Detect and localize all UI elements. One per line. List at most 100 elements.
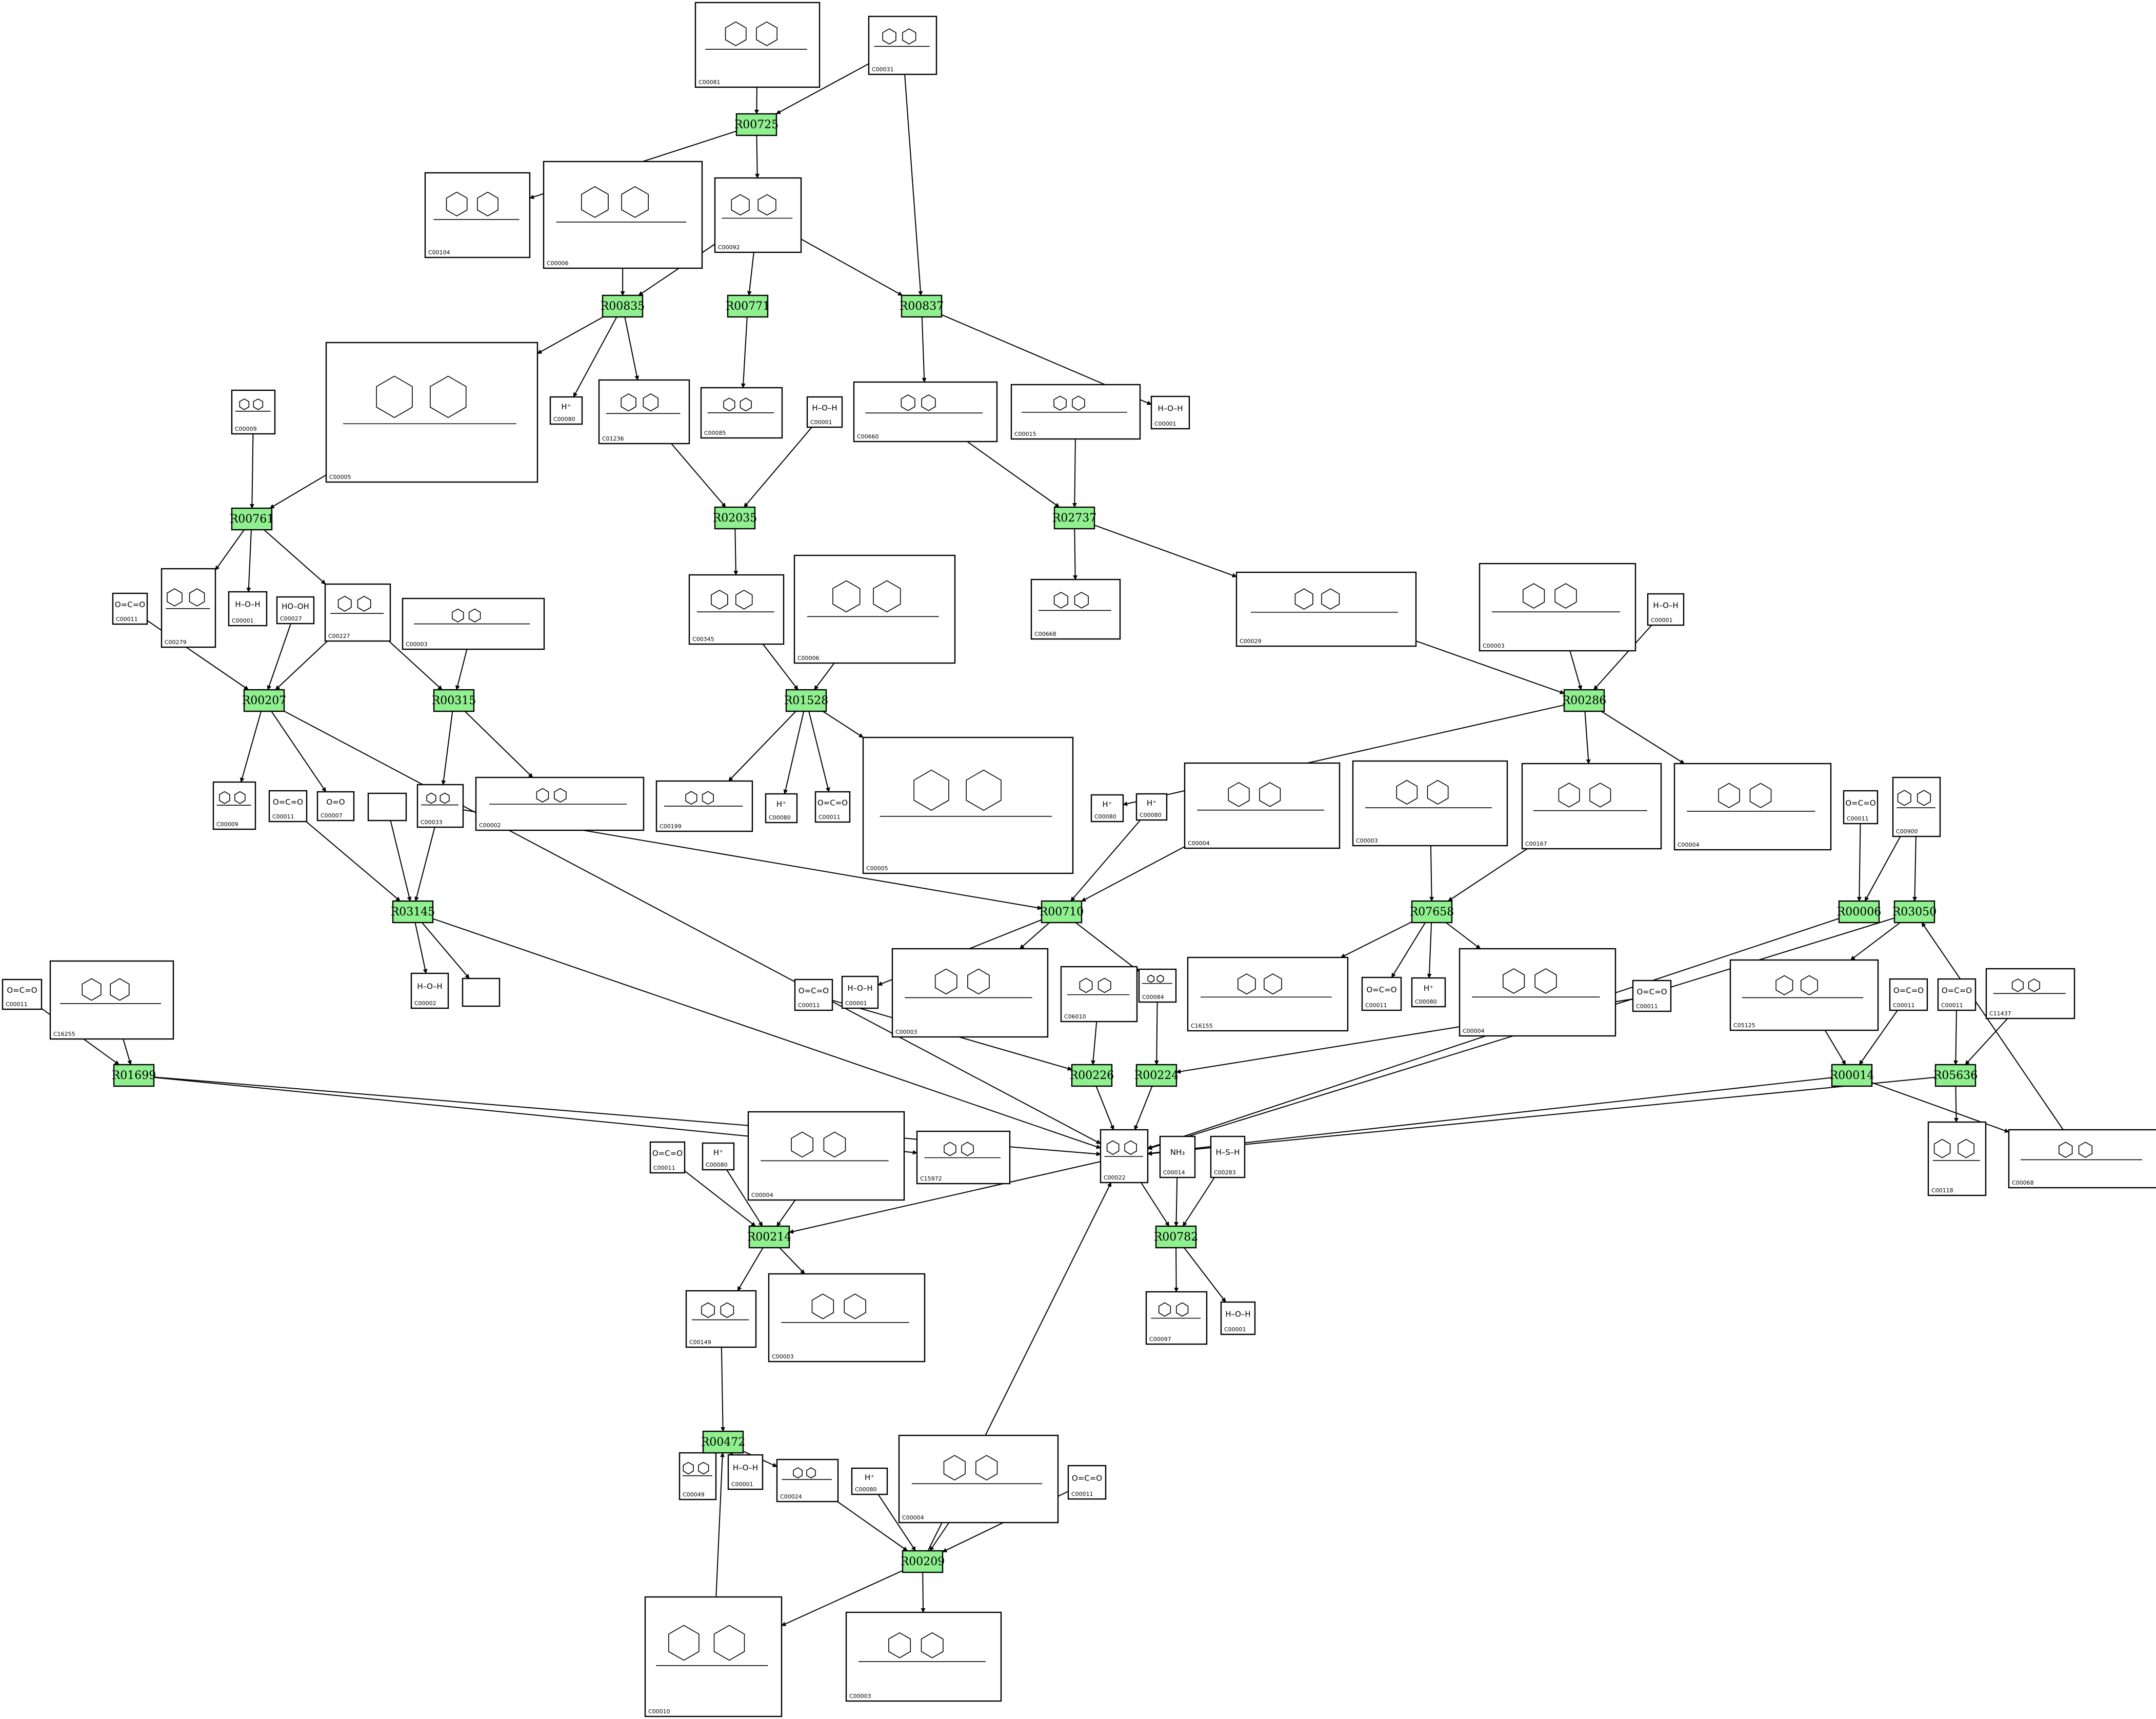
compound-box[interactable] xyxy=(268,790,308,823)
compound-node[interactable]: C00009 xyxy=(231,389,276,435)
reaction-node[interactable]: R00214 xyxy=(747,1225,792,1249)
compound-box[interactable] xyxy=(462,977,501,1007)
compound-box[interactable] xyxy=(367,792,407,822)
compound-box[interactable] xyxy=(853,381,998,443)
reaction-box[interactable] xyxy=(1041,900,1083,924)
reaction-node[interactable]: R00226 xyxy=(1070,1064,1114,1087)
compound-box[interactable] xyxy=(1459,948,1616,1037)
compound-node[interactable]: C00031 xyxy=(868,15,937,75)
reaction-box[interactable] xyxy=(1411,900,1453,924)
compound-box[interactable] xyxy=(702,1142,735,1171)
compound-box[interactable] xyxy=(1521,763,1662,850)
compound-box[interactable] xyxy=(1150,395,1190,430)
compound-box[interactable] xyxy=(898,1434,1059,1524)
compound-box[interactable] xyxy=(868,15,937,75)
compound-node[interactable]: C00345 xyxy=(688,574,785,645)
compound-node[interactable]: C00081 xyxy=(694,2,821,88)
compound-box[interactable] xyxy=(416,784,464,828)
compound-node[interactable]: C00149 xyxy=(685,1290,757,1348)
compound-node[interactable]: C00002 xyxy=(475,776,645,831)
reaction-box[interactable] xyxy=(748,1225,790,1249)
reaction-box[interactable] xyxy=(1563,689,1605,712)
compound-box[interactable] xyxy=(685,1290,757,1348)
compound-box[interactable] xyxy=(649,1141,686,1174)
compound-node[interactable]: C11437 xyxy=(1985,968,2075,1020)
reaction-box[interactable] xyxy=(392,900,434,924)
reaction-box[interactable] xyxy=(1893,900,1935,924)
reaction-node[interactable]: R02035 xyxy=(713,506,757,530)
compound-node[interactable]: H⁺C00080 xyxy=(549,396,583,425)
compound-node[interactable]: C00049 xyxy=(678,1452,717,1501)
compound-node[interactable]: C00029 xyxy=(1235,571,1417,647)
compound-box[interactable] xyxy=(862,736,1074,874)
compound-box[interactable] xyxy=(1030,578,1121,640)
compound-node[interactable]: C00167 xyxy=(1521,763,1662,850)
compound-box[interactable] xyxy=(1892,776,1941,837)
compound-node[interactable]: H⁺C00080 xyxy=(1411,977,1446,1008)
compound-box[interactable] xyxy=(891,948,1049,1038)
compound-node[interactable]: C00900 xyxy=(1892,776,1941,837)
reaction-box[interactable] xyxy=(1831,1064,1873,1087)
compound-box[interactable] xyxy=(1352,760,1508,847)
compound-box[interactable] xyxy=(112,592,148,625)
compound-box[interactable] xyxy=(851,1467,888,1495)
reaction-node[interactable]: R01699 xyxy=(112,1064,156,1087)
compound-node[interactable]: C00003 xyxy=(402,597,545,650)
reaction-node[interactable]: R00725 xyxy=(734,113,779,136)
compound-node[interactable]: H⁺C00080 xyxy=(851,1467,888,1495)
compound-node[interactable]: C00004 xyxy=(1459,948,1616,1037)
reaction-node[interactable]: R00835 xyxy=(601,294,645,318)
compound-box[interactable] xyxy=(161,568,216,648)
compound-box[interactable] xyxy=(325,342,538,483)
compound-node[interactable]: H⁺C00080 xyxy=(702,1142,735,1171)
compound-node[interactable]: C00199 xyxy=(655,780,753,832)
compound-box[interactable] xyxy=(1235,571,1417,647)
reaction-node[interactable]: R00209 xyxy=(901,1550,945,1573)
compound-box[interactable] xyxy=(814,791,851,823)
compound-box[interactable] xyxy=(2008,1129,2156,1189)
compound-box[interactable] xyxy=(776,1458,839,1503)
compound-node[interactable]: C00033 xyxy=(416,784,464,828)
reaction-node[interactable]: R00710 xyxy=(1040,900,1084,924)
compound-node[interactable]: C05125 xyxy=(1729,959,1879,1031)
compound-box[interactable] xyxy=(768,1273,926,1363)
reaction-node[interactable]: R05636 xyxy=(1933,1064,1978,1087)
reaction-node[interactable]: R02737 xyxy=(1052,506,1097,530)
reaction-box[interactable] xyxy=(231,507,273,531)
compound-node[interactable]: C01236 xyxy=(598,379,690,445)
compound-node[interactable]: C00092 xyxy=(714,177,802,253)
compound-node[interactable]: C00118 xyxy=(1927,1121,1987,1196)
compound-box[interactable] xyxy=(1090,794,1124,823)
compound-node[interactable]: C00279 xyxy=(161,568,216,648)
compound-node[interactable]: H⁺C00080 xyxy=(1135,793,1168,821)
compound-node[interactable]: H⁺C00080 xyxy=(1090,794,1124,823)
reaction-box[interactable] xyxy=(602,294,644,318)
compound-node[interactable]: C00084 xyxy=(1138,968,1177,1003)
compound-node[interactable]: C15972 xyxy=(916,1130,1011,1185)
reaction-box[interactable] xyxy=(243,689,285,712)
compound-node[interactable]: C00668 xyxy=(1030,578,1121,640)
compound-node[interactable]: C00024 xyxy=(776,1458,839,1503)
compound-box[interactable] xyxy=(1184,762,1341,849)
reaction-node[interactable]: R00286 xyxy=(1562,689,1607,712)
reaction-box[interactable] xyxy=(1155,1225,1197,1249)
compound-box[interactable] xyxy=(424,172,531,258)
reaction-node[interactable]: R00315 xyxy=(432,689,476,712)
reaction-box[interactable] xyxy=(113,1064,155,1087)
reaction-box[interactable] xyxy=(735,113,777,136)
compound-box[interactable] xyxy=(410,972,449,1009)
reaction-box[interactable] xyxy=(714,506,756,530)
compound-box[interactable] xyxy=(1843,790,1879,825)
compound-box[interactable] xyxy=(678,1452,717,1501)
